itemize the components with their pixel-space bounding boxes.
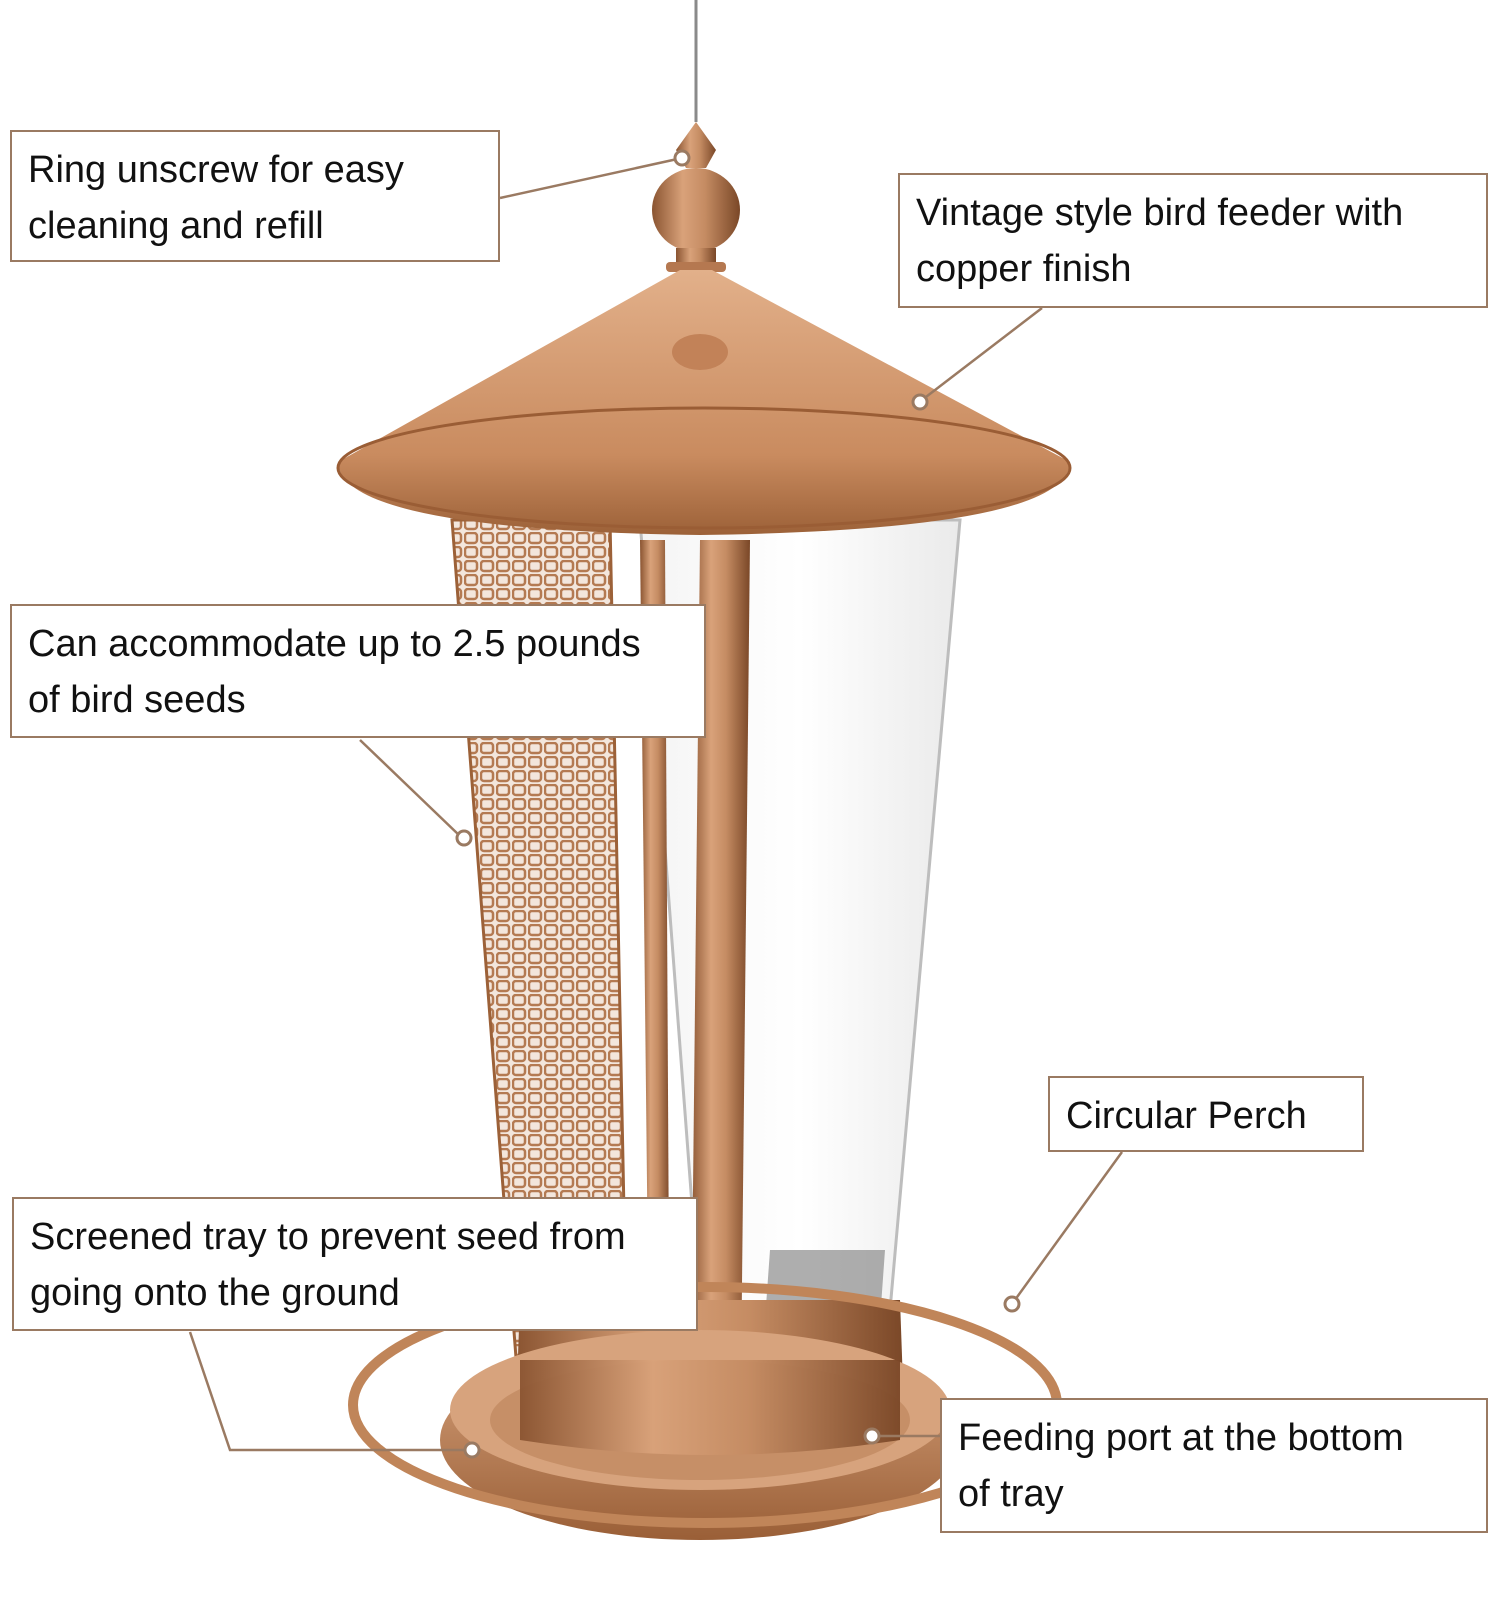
callout-ring-line2: cleaning and refill [28, 205, 324, 247]
callout-vintage-style: Vintage style bird feeder with copper fi… [898, 173, 1488, 308]
callout-capacity: Can accommodate up to 2.5 pounds of bird… [10, 604, 706, 738]
callout-vintage-line2: copper finish [916, 248, 1132, 290]
callout-tray-line2: going onto the ground [30, 1272, 400, 1314]
callout-screened-tray: Screened tray to prevent seed from going… [12, 1197, 698, 1331]
callout-vintage-line1: Vintage style bird feeder with [916, 192, 1404, 234]
callout-circular-perch: Circular Perch [1048, 1076, 1364, 1152]
callout-port-line1: Feeding port at the bottom [958, 1417, 1404, 1459]
callout-port-line2: of tray [958, 1473, 1064, 1515]
callout-feeding-port: Feeding port at the bottom of tray [940, 1398, 1488, 1533]
finial-ring-icon [652, 122, 740, 272]
callout-ring-unscrew: Ring unscrew for easy cleaning and refil… [10, 130, 500, 262]
callout-ring-line1: Ring unscrew for easy [28, 149, 404, 191]
leader-dots [455, 149, 1021, 1459]
copper-roof-icon [336, 270, 1072, 535]
leader-lines [188, 156, 1124, 1452]
callout-tray-line1: Screened tray to prevent seed from [30, 1216, 626, 1258]
base-cup-front [520, 1360, 900, 1455]
callout-capacity-line2: of bird seeds [28, 679, 246, 721]
center-post [690, 540, 750, 1470]
callout-perch-line1: Circular Perch [1066, 1095, 1307, 1137]
callout-capacity-line1: Can accommodate up to 2.5 pounds [28, 623, 641, 665]
